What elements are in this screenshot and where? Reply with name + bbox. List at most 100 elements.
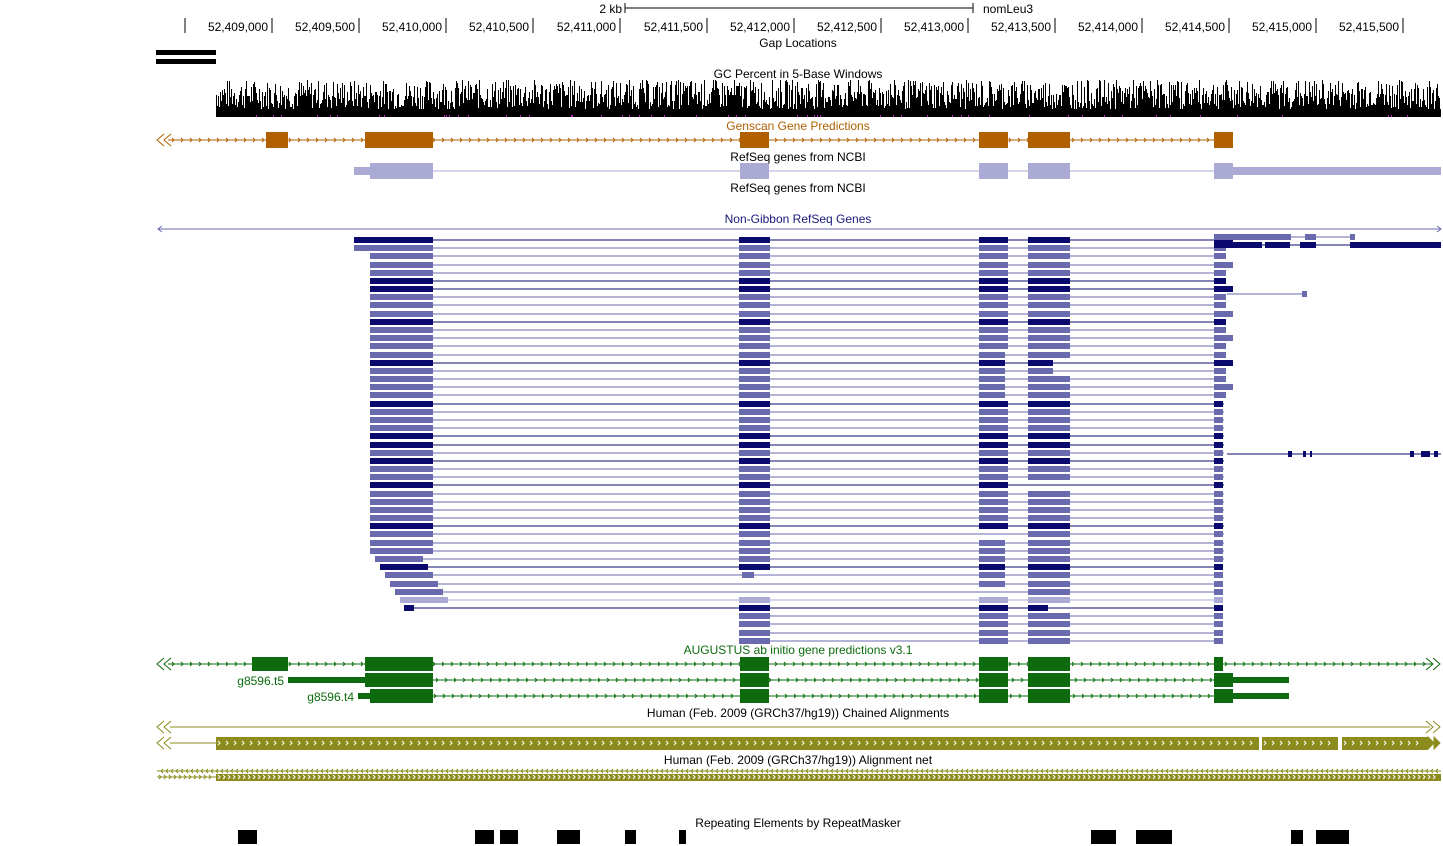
non-gibbon-exon	[370, 401, 433, 407]
genscan-exon	[365, 132, 433, 148]
non-gibbon-exon	[370, 507, 433, 513]
non-gibbon-exon	[1214, 540, 1223, 546]
non-gibbon-exon	[979, 425, 1008, 431]
non-gibbon-exon	[739, 360, 770, 366]
genscan-exon	[979, 132, 1008, 148]
non-gibbon-exon	[1028, 368, 1053, 374]
non-gibbon-exon	[1214, 433, 1223, 439]
non-gibbon-exon	[1214, 450, 1223, 456]
non-gibbon-exon	[385, 572, 433, 578]
non-gibbon-exon	[1350, 242, 1441, 248]
non-gibbon-utr	[354, 245, 370, 251]
non-gibbon-exon	[1028, 417, 1070, 423]
ruler-position: 52,414,500	[1164, 20, 1225, 34]
net-track[interactable]	[150, 767, 1443, 783]
rmsk-track[interactable]	[150, 828, 1443, 846]
non-gibbon-exon	[1214, 327, 1226, 333]
non-gibbon-exon	[370, 270, 433, 276]
non-gibbon-exon	[979, 352, 1005, 358]
non-gibbon-exon	[370, 442, 433, 448]
genscan-exon	[1214, 132, 1233, 148]
non-gibbon-exon	[1214, 294, 1226, 300]
non-gibbon-exon	[375, 556, 423, 562]
genscan-track[interactable]	[150, 131, 1443, 149]
non-gibbon-exon	[979, 294, 1008, 300]
gap-block	[156, 50, 216, 55]
non-gibbon-exon	[979, 417, 1008, 423]
track-title-gap: Gap Locations	[759, 36, 837, 50]
non-gibbon-exon	[1214, 491, 1223, 497]
augustus-exon	[1028, 657, 1070, 671]
augustus-item-label[interactable]: g8596.t5	[237, 674, 284, 688]
augustus-item-label[interactable]: g8596.t4	[307, 690, 354, 704]
non-gibbon-exon	[739, 531, 770, 537]
non-gibbon-exon	[739, 556, 770, 562]
non-gibbon-exon	[739, 466, 770, 472]
non-gibbon-exon	[979, 581, 1005, 587]
non-gibbon-exon	[1434, 451, 1438, 457]
repeat-element	[475, 830, 494, 844]
non-gibbon-exon	[370, 548, 433, 554]
non-gibbon-exon	[1028, 409, 1070, 415]
non-gibbon-exon	[1214, 515, 1223, 521]
non-gibbon-exon	[370, 417, 433, 423]
non-gibbon-exon	[1028, 531, 1070, 537]
non-gibbon-exon	[1028, 401, 1070, 407]
non-gibbon-exon	[739, 515, 770, 521]
augustus-exon	[740, 657, 769, 671]
genscan-exon	[266, 132, 288, 148]
non-gibbon-exon	[739, 523, 770, 529]
non-gibbon-exon	[1214, 482, 1223, 488]
non-gibbon-exon	[1028, 392, 1070, 398]
non-gibbon-exon	[370, 327, 433, 333]
ruler-position: 52,410,000	[381, 20, 442, 34]
non-gibbon-exon	[1214, 262, 1233, 268]
ruler-scale-label: 2 kb	[599, 2, 622, 16]
augustus-start-arrow	[156, 657, 172, 671]
non-gibbon-exon	[1214, 442, 1223, 448]
non-gibbon-exon	[1214, 458, 1223, 464]
non-gibbon-exon	[1214, 302, 1226, 308]
track-title-refseq-2: RefSeq genes from NCBI	[730, 181, 866, 195]
non-gibbon-exon	[1028, 384, 1070, 390]
non-gibbon-span-arrows	[157, 225, 1442, 233]
non-gibbon-exon	[1028, 597, 1070, 603]
non-gibbon-exon	[370, 499, 433, 505]
non-gibbon-exon	[1028, 270, 1070, 276]
chain-track[interactable]	[150, 719, 1443, 752]
refseq-track[interactable]	[150, 163, 1443, 179]
non-gibbon-refseq-track[interactable]	[150, 224, 1443, 640]
non-gibbon-exon	[370, 368, 433, 374]
net-block	[216, 774, 1441, 781]
non-gibbon-exon	[1028, 237, 1070, 243]
augustus-exon	[1214, 689, 1233, 703]
non-gibbon-exon	[370, 474, 433, 480]
ruler-position: 52,412,500	[816, 20, 877, 34]
non-gibbon-exon	[1303, 451, 1306, 457]
augustus-track[interactable]	[150, 656, 1443, 704]
non-gibbon-exon	[1310, 451, 1312, 457]
augustus-utr	[1233, 693, 1289, 699]
non-gibbon-exon	[1214, 621, 1223, 627]
non-gibbon-exon	[739, 237, 770, 243]
ruler-position: 52,409,000	[207, 20, 268, 34]
non-gibbon-exon	[1214, 376, 1226, 382]
non-gibbon-exon	[370, 540, 433, 546]
non-gibbon-exon	[979, 376, 1005, 382]
ruler-position: 52,415,500	[1338, 20, 1399, 34]
augustus-exon	[1028, 673, 1070, 687]
non-gibbon-exon	[979, 499, 1008, 505]
non-gibbon-exon	[1028, 540, 1070, 546]
repeat-element	[1291, 830, 1303, 844]
non-gibbon-exon	[380, 564, 428, 570]
gc-percent-track[interactable]	[150, 80, 1443, 118]
non-gibbon-utr	[354, 237, 370, 243]
augustus-exon	[252, 657, 288, 671]
non-gibbon-exon	[739, 384, 770, 390]
gap-track[interactable]	[150, 48, 1443, 66]
non-gibbon-exon	[1028, 352, 1070, 358]
non-gibbon-exon	[739, 327, 770, 333]
non-gibbon-exon	[1028, 286, 1070, 292]
non-gibbon-exon	[1214, 638, 1223, 644]
